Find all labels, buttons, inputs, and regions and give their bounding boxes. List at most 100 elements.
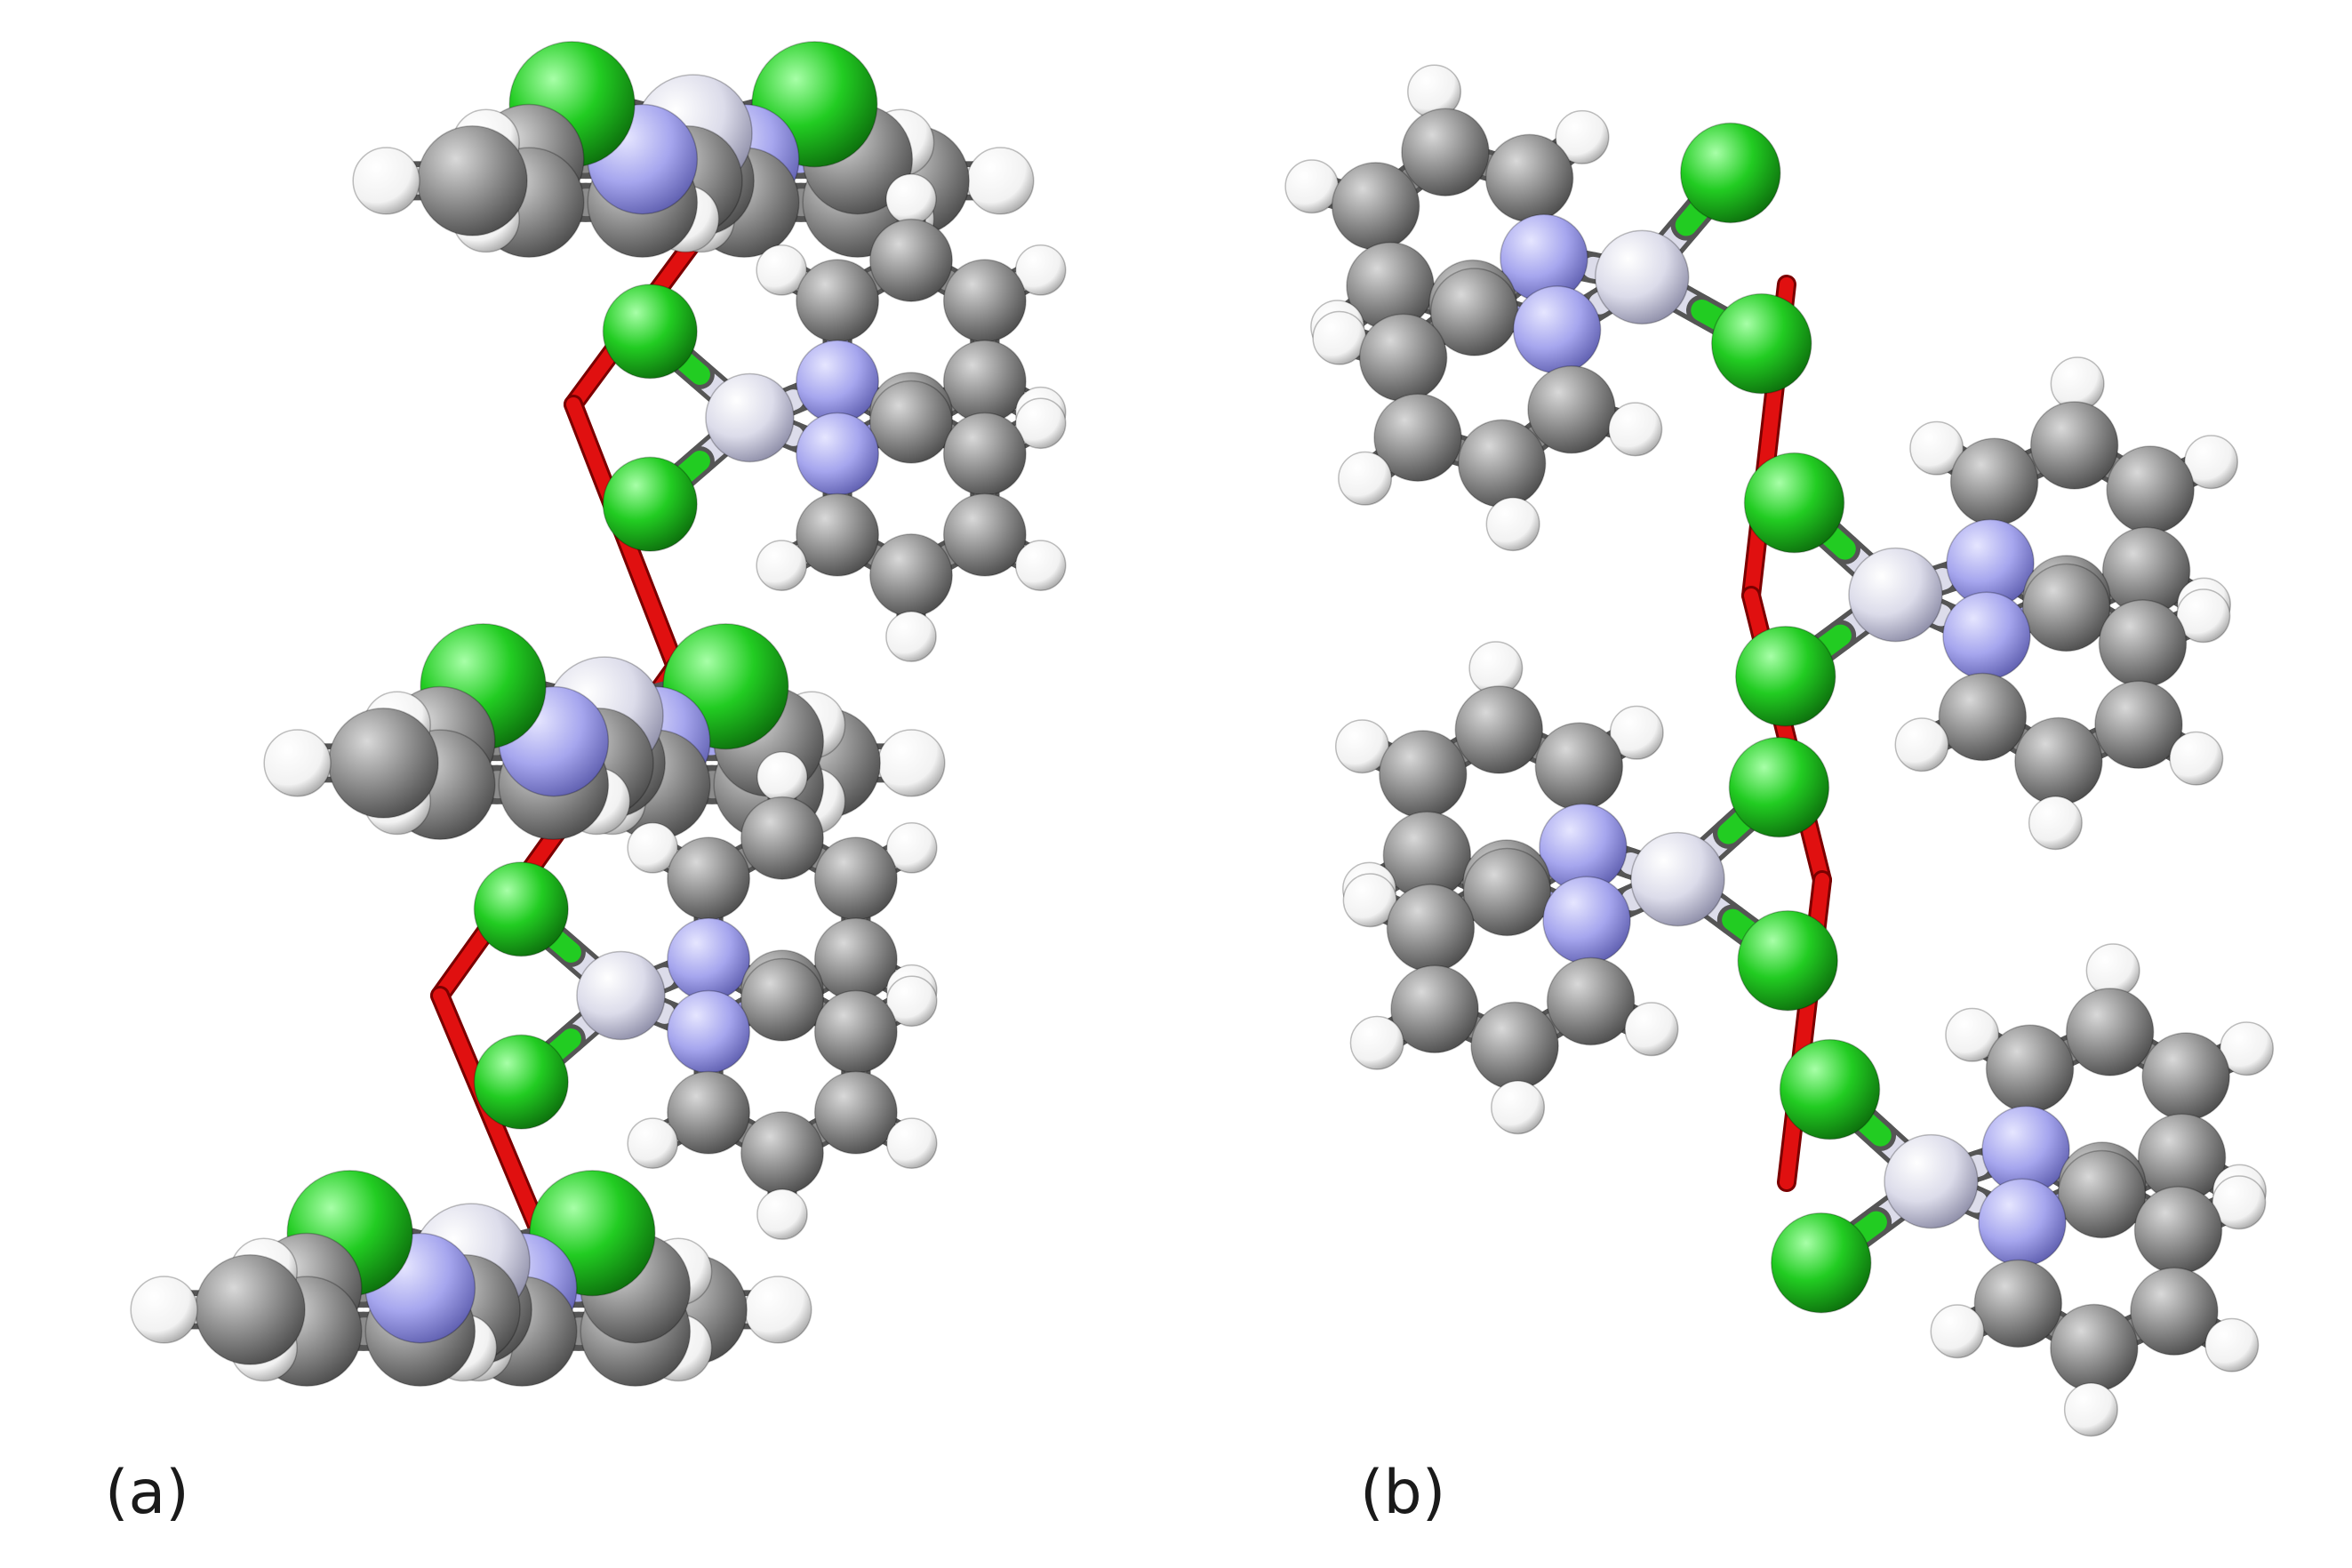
nitrogen-atom [667, 989, 751, 1074]
molecule [602, 173, 1067, 662]
carbon-atom [2014, 716, 2103, 806]
carbon-atom [1457, 419, 1547, 508]
molecule [263, 623, 946, 841]
hydrogen-atom [885, 822, 938, 874]
chlorine-atom [1737, 909, 1838, 1012]
hydrogen-atom [756, 751, 808, 803]
chlorine-atom [1743, 452, 1845, 554]
hydrogen-atom [1342, 873, 1397, 928]
hydrogen-atom [744, 1276, 812, 1344]
carbon-atom [1949, 437, 2039, 526]
hydrogen-atom [2212, 1175, 2267, 1230]
chlorine-atom [1735, 625, 1836, 727]
hydrogen-atom [756, 1188, 808, 1240]
carbon-atom [1386, 884, 1476, 972]
hydrogen-atom [1894, 717, 1949, 772]
carbon-atom [1331, 162, 1420, 251]
nitrogen-atom [667, 917, 751, 1002]
hydrogen-atom [2063, 1382, 2118, 1437]
hydrogen-atom [1349, 1015, 1404, 1070]
carbon-atom [1938, 672, 2028, 762]
carbon-atom [942, 412, 1027, 496]
chlorine-atom [1771, 1212, 1872, 1314]
chlorine-atom [1711, 292, 1812, 395]
carbon-atom [1470, 1001, 1559, 1091]
carbon-atom [942, 492, 1027, 577]
hydrogen-atom [1312, 310, 1367, 365]
hydrogen-atom [1284, 159, 1340, 214]
chlorine-atom [473, 1034, 569, 1130]
carbon-atom [667, 1070, 751, 1155]
carbon-atom [813, 836, 898, 921]
carbon-atom [1527, 365, 1616, 454]
carbon-atom [740, 957, 824, 1042]
chlorine-atom [473, 861, 569, 957]
hydrogen-atom [627, 822, 679, 874]
panel-label-a: (a) [105, 1458, 189, 1528]
carbon-atom [942, 259, 1027, 343]
metal-atom [705, 372, 795, 463]
chlorine-atom [1680, 122, 1781, 224]
metal-atom [1630, 831, 1725, 927]
carbon-atom [740, 796, 824, 880]
carbon-atom [417, 125, 528, 236]
carbon-atom [1401, 108, 1490, 196]
hydrogen-atom [627, 1117, 679, 1169]
carbon-atom [1379, 730, 1468, 819]
hydrogen-atom [756, 244, 808, 296]
carbon-atom [1358, 313, 1448, 403]
carbon-atom [1534, 722, 1624, 811]
molecule [473, 751, 938, 1240]
carbon-atom [796, 492, 880, 577]
metal-atom [1848, 547, 1943, 643]
carbon-atom [1985, 1024, 2075, 1113]
carbon-atom [2094, 680, 2183, 770]
carbon-atom [813, 1070, 898, 1155]
molecule [1735, 356, 2239, 851]
metal-atom [1884, 1133, 1979, 1229]
chlorine-atom [1779, 1038, 1881, 1140]
carbon-atom [796, 259, 880, 343]
hydrogen-atom [885, 173, 937, 225]
hydrogen-atom [1014, 397, 1067, 450]
hydrogen-atom [1555, 109, 1610, 164]
nitrogen-atom [1512, 285, 1602, 374]
carbon-atom [813, 917, 898, 1002]
carbon-atom [2106, 445, 2195, 534]
carbon-atom [667, 836, 751, 921]
carbon-atom [2098, 599, 2188, 688]
nitrogen-atom [1542, 876, 1631, 965]
carbon-atom [2021, 563, 2111, 652]
nitrogen-atom [1978, 1178, 2067, 1268]
nitrogen-atom [1942, 591, 2031, 681]
hydrogen-atom [885, 1117, 938, 1169]
carbon-atom [195, 1254, 306, 1365]
molecule [1284, 64, 1812, 552]
hydrogen-atom [1624, 1002, 1679, 1057]
carbon-atom [1390, 964, 1479, 1054]
hydrogen-atom [1930, 1304, 1985, 1359]
carbon-atom [1484, 133, 1574, 223]
carbon-atom [2057, 1149, 2147, 1239]
hydrogen-atom [885, 975, 938, 1028]
carbon-atom [2133, 1186, 2223, 1275]
hydrogen-atom [1608, 402, 1663, 457]
carbon-atom [869, 533, 953, 618]
metal-metal-contact [433, 988, 554, 1256]
carbon-atom [2029, 401, 2119, 490]
hydrogen-atom [1334, 719, 1389, 774]
carbon-atom [813, 989, 898, 1074]
hydrogen-atom [1014, 540, 1067, 591]
chlorine-atom [602, 284, 698, 380]
panel-label-b: (b) [1360, 1458, 1446, 1528]
carbon-atom [2130, 1267, 2219, 1356]
hydrogen-atom [2169, 731, 2224, 786]
molecule [1771, 943, 2275, 1437]
carbon-atom [1454, 685, 1544, 774]
hydrogen-atom [1491, 1080, 1546, 1135]
hydrogen-atom [885, 611, 937, 662]
hydrogen-atom [1338, 451, 1393, 506]
hydrogen-atom [756, 540, 808, 591]
molecule [1334, 641, 1838, 1135]
